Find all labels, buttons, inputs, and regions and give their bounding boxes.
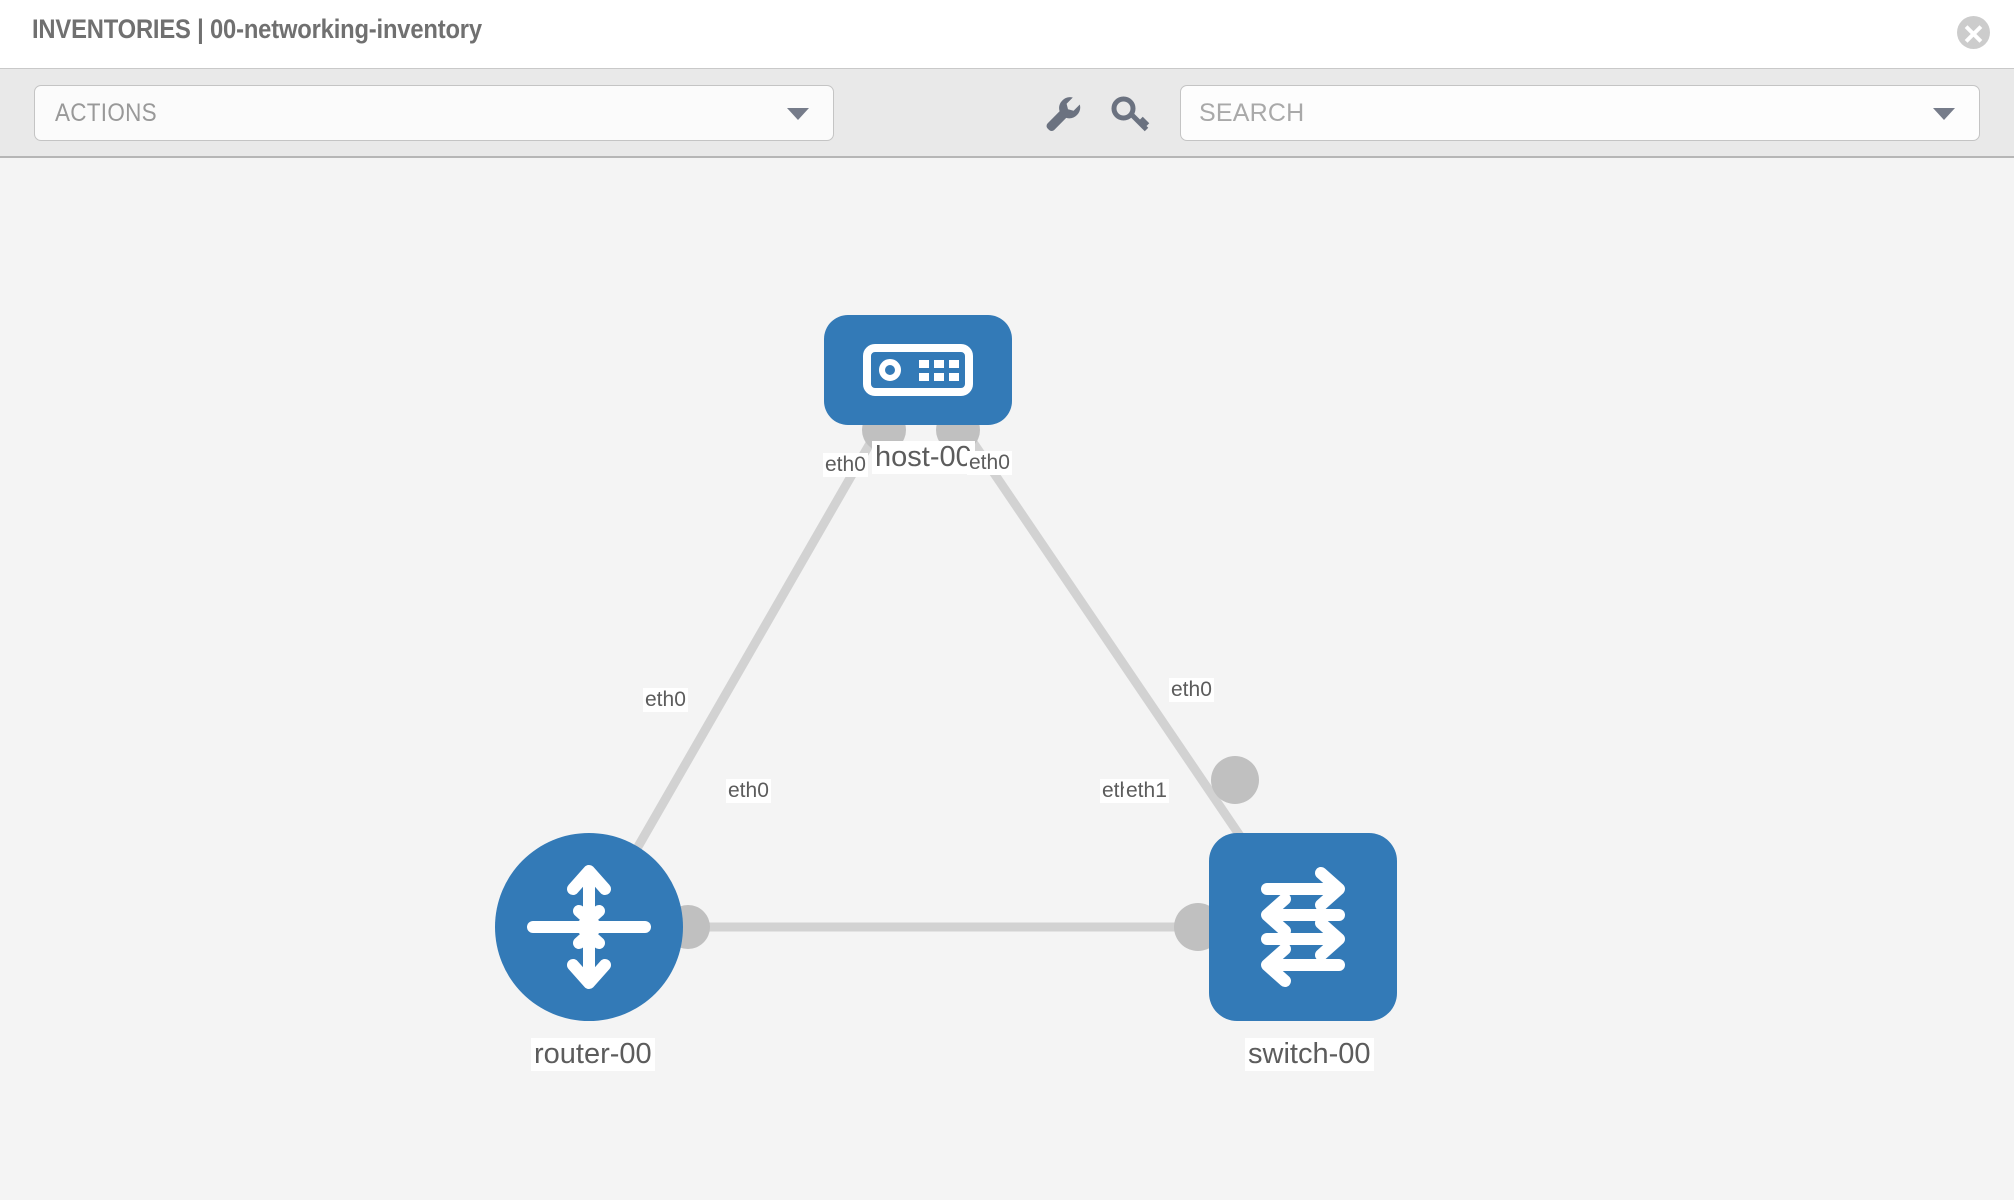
interface-label-host-right: eth0 xyxy=(967,451,1012,475)
server-icon xyxy=(863,344,973,396)
topology-node-switch-00[interactable] xyxy=(1209,833,1397,1021)
search-input[interactable]: SEARCH xyxy=(1180,85,1980,141)
actions-dropdown-label: ACTIONS xyxy=(55,99,157,127)
interface-label-router-diagonal: eth0 xyxy=(643,688,688,712)
topology-edges xyxy=(616,423,1259,932)
key-icon[interactable] xyxy=(1108,91,1154,137)
topology-node-router-00[interactable] xyxy=(495,833,683,1021)
connector-switch-top xyxy=(1211,756,1259,804)
page-title: INVENTORIES | 00-networking-inventory xyxy=(32,14,482,44)
search-placeholder: SEARCH xyxy=(1199,99,1305,127)
topology-canvas[interactable]: host-00 router-00 switch-00 eth0 eth0 et… xyxy=(0,158,2014,1200)
interface-label-router-horizontal: eth0 xyxy=(726,779,771,803)
topology-node-label-router-00: router-00 xyxy=(531,1038,655,1071)
interface-label-switch-horizontal-b: eth1 xyxy=(1124,779,1169,803)
topology-node-label-switch-00: switch-00 xyxy=(1245,1038,1374,1071)
toolbar: ACTIONS SEARCH xyxy=(0,68,2014,158)
switch-arrows-icon xyxy=(1261,867,1345,987)
interface-label-host-left: eth0 xyxy=(823,453,868,477)
page-header: INVENTORIES | 00-networking-inventory xyxy=(0,0,2014,68)
edge-host-switch xyxy=(958,423,1259,861)
actions-dropdown[interactable]: ACTIONS xyxy=(34,85,834,141)
chevron-down-icon[interactable] xyxy=(1933,108,1955,120)
four-way-arrow-icon xyxy=(527,865,651,989)
topology-node-host-00[interactable] xyxy=(824,315,1012,425)
close-icon[interactable] xyxy=(1957,16,1990,49)
interface-label-switch-diagonal: eth0 xyxy=(1169,678,1214,702)
edge-host-router xyxy=(616,423,884,881)
topology-node-label-host-00: host-00 xyxy=(872,441,975,474)
chevron-down-icon xyxy=(787,108,809,120)
wrench-icon[interactable] xyxy=(1038,91,1084,137)
